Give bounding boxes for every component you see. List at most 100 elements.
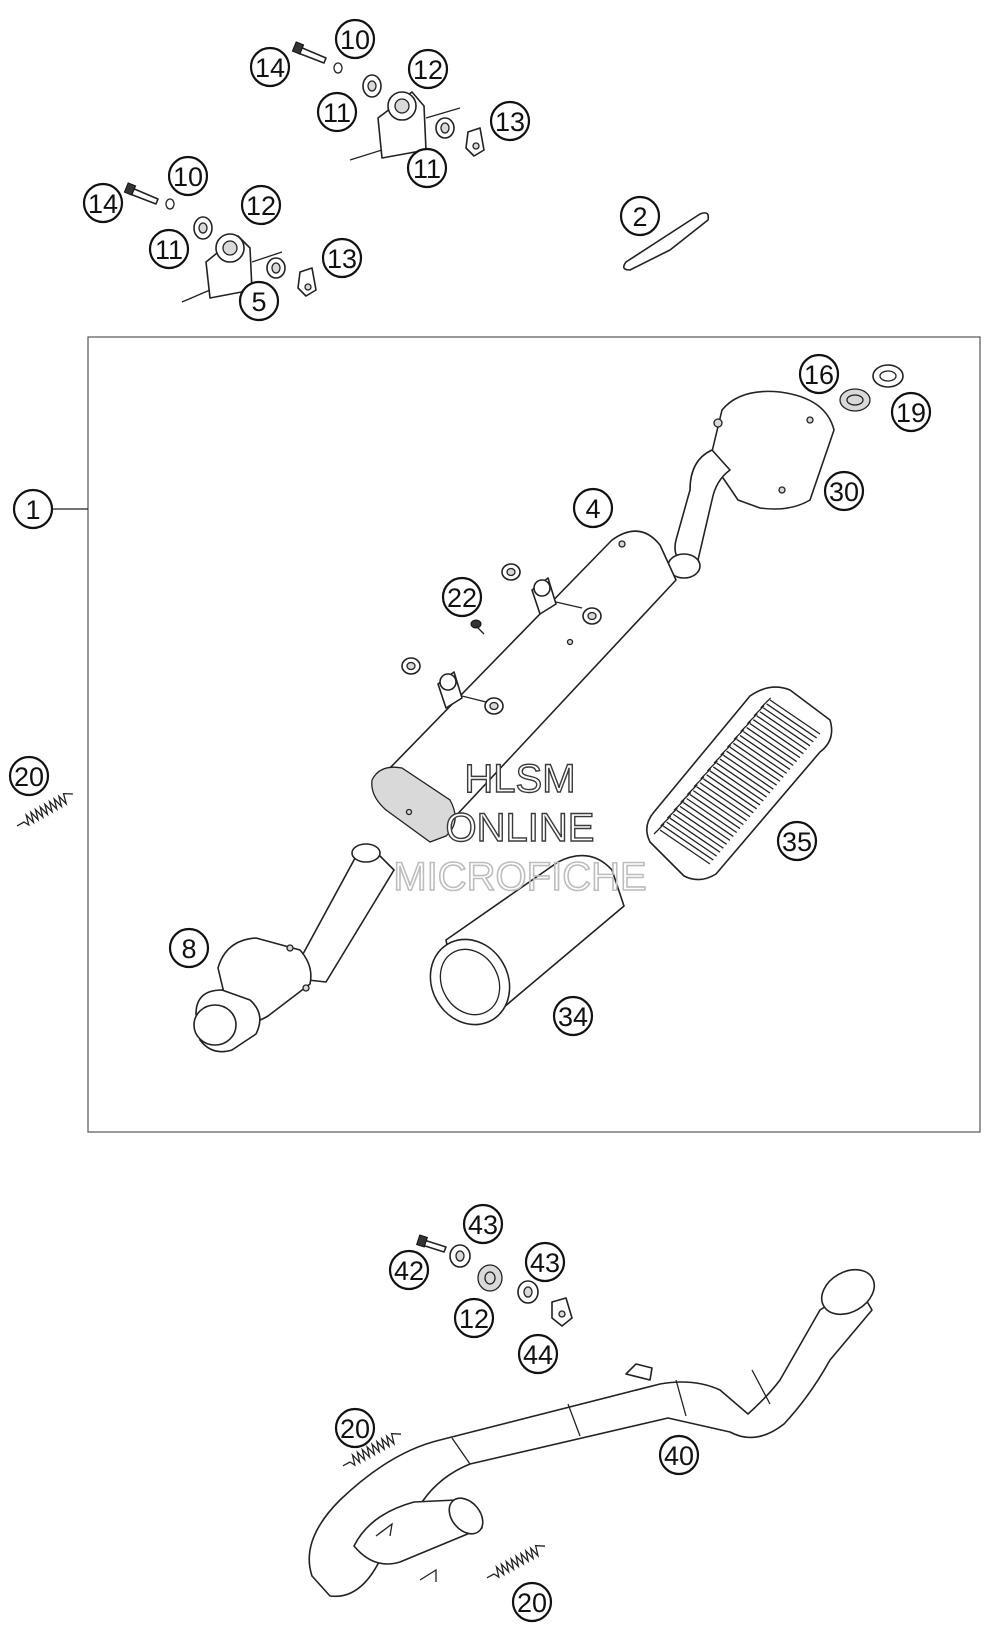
callout-number: 5 [251,287,266,317]
outlet-end-pipe [193,843,395,1053]
callout-ring [776,820,818,862]
callout-40: 40 [658,1434,700,1476]
callout-20: 20 [8,755,50,797]
callout-13: 13 [489,100,531,142]
muffler-sleeve [429,854,625,1026]
callout-10: 10 [334,18,376,60]
callout-19: 19 [890,391,932,433]
callout-number: 2 [632,202,647,232]
callout-ring [572,487,614,529]
callout-ring [798,353,840,395]
callout-44: 44 [517,1333,559,1375]
callout-number: 19 [896,398,926,428]
callout-ring [321,237,363,279]
callout-number: 13 [327,244,357,274]
callout-1: 1 [12,488,54,530]
callout-ring [406,147,448,189]
exhaust-spring-mid [342,1432,402,1467]
callout-ring [823,470,865,512]
watermark-line2: ONLINE [446,806,595,850]
callout-number: 4 [585,494,600,524]
callout-number: 34 [558,1002,588,1032]
watermark-line1: HLSM [464,757,575,801]
watermark: HLSM ONLINE MICROFICHE [393,756,648,900]
callout-ring [658,1434,700,1476]
callout-12: 12 [453,1297,495,1339]
callout-number: 13 [495,107,525,137]
callout-13: 13 [321,237,363,279]
callout-5: 5 [238,280,280,322]
assembly-frame [87,336,981,1133]
callout-number: 30 [829,477,859,507]
callout-2: 2 [619,195,661,237]
callout-ring [462,1203,504,1245]
callout-number: 20 [14,762,44,792]
callout-43: 43 [524,1241,566,1283]
callout-ring [316,91,358,133]
gasket-ring [839,388,871,412]
callout-30: 30 [823,470,865,512]
callout-16: 16 [798,353,840,395]
callout-number: 22 [447,583,477,613]
callout-ring [890,391,932,433]
callout-ring [619,195,661,237]
callout-14: 14 [249,46,291,88]
heat-protector-strip [622,212,710,271]
callout-number: 44 [523,1340,553,1370]
callout-number: 43 [530,1248,560,1278]
callout-11: 11 [406,147,448,189]
callout-ring [249,46,291,88]
callout-number: 14 [88,189,118,219]
callout-14: 14 [82,182,124,224]
watermark-line3: MICROFICHE [393,855,646,899]
callout-11: 11 [316,91,358,133]
callout-number: 16 [804,360,834,390]
callout-ring [334,1407,376,1449]
callout-number: 43 [468,1210,498,1240]
clamp-nut [872,364,904,388]
callout-ring [524,1241,566,1283]
callout-number: 20 [517,1588,547,1618]
muffler-body [371,530,677,843]
callout-ring [8,755,50,797]
callout-22: 22 [441,576,483,618]
callout-number: 12 [246,191,276,221]
callout-ring [334,18,376,60]
callout-number: 11 [323,98,351,128]
callout-35: 35 [776,820,818,862]
callout-ring [511,1581,553,1623]
callout-number: 35 [782,827,812,857]
callout-number: 20 [340,1414,370,1444]
callout-ring [168,927,210,969]
callout-layer: 14 10 12 11 13 11 14 10 12 11 13 5 2 1 16 19 30 4 22 20 35 8 3… [8,18,932,1623]
callout-20: 20 [334,1407,376,1449]
bracket-set-upper [291,41,485,161]
bracket-set-lower [123,182,317,303]
callout-12: 12 [240,184,282,226]
callout-20: 20 [511,1581,553,1623]
callout-number: 1 [25,495,40,525]
callout-ring [441,576,483,618]
callout-ring [489,100,531,142]
callout-number: 10 [340,25,370,55]
callout-number: 8 [181,934,196,964]
callout-43: 43 [462,1203,504,1245]
insulation-packing [646,686,833,881]
callout-ring [407,48,449,90]
callout-number: 11 [413,154,441,184]
callout-number: 10 [173,162,203,192]
callout-ring [517,1333,559,1375]
callout-ring [240,184,282,226]
callout-ring [82,182,124,224]
callout-8: 8 [168,927,210,969]
header-pipe [308,1268,876,1598]
callout-4: 4 [572,487,614,529]
callout-number: 14 [255,53,285,83]
callout-number: 12 [413,55,443,85]
callout-ring [453,1297,495,1339]
exhaust-spring-bottom [486,1544,546,1579]
muffler-inlet-section [667,390,835,579]
muffler-screw [470,619,485,635]
callout-number: 11 [155,235,183,265]
